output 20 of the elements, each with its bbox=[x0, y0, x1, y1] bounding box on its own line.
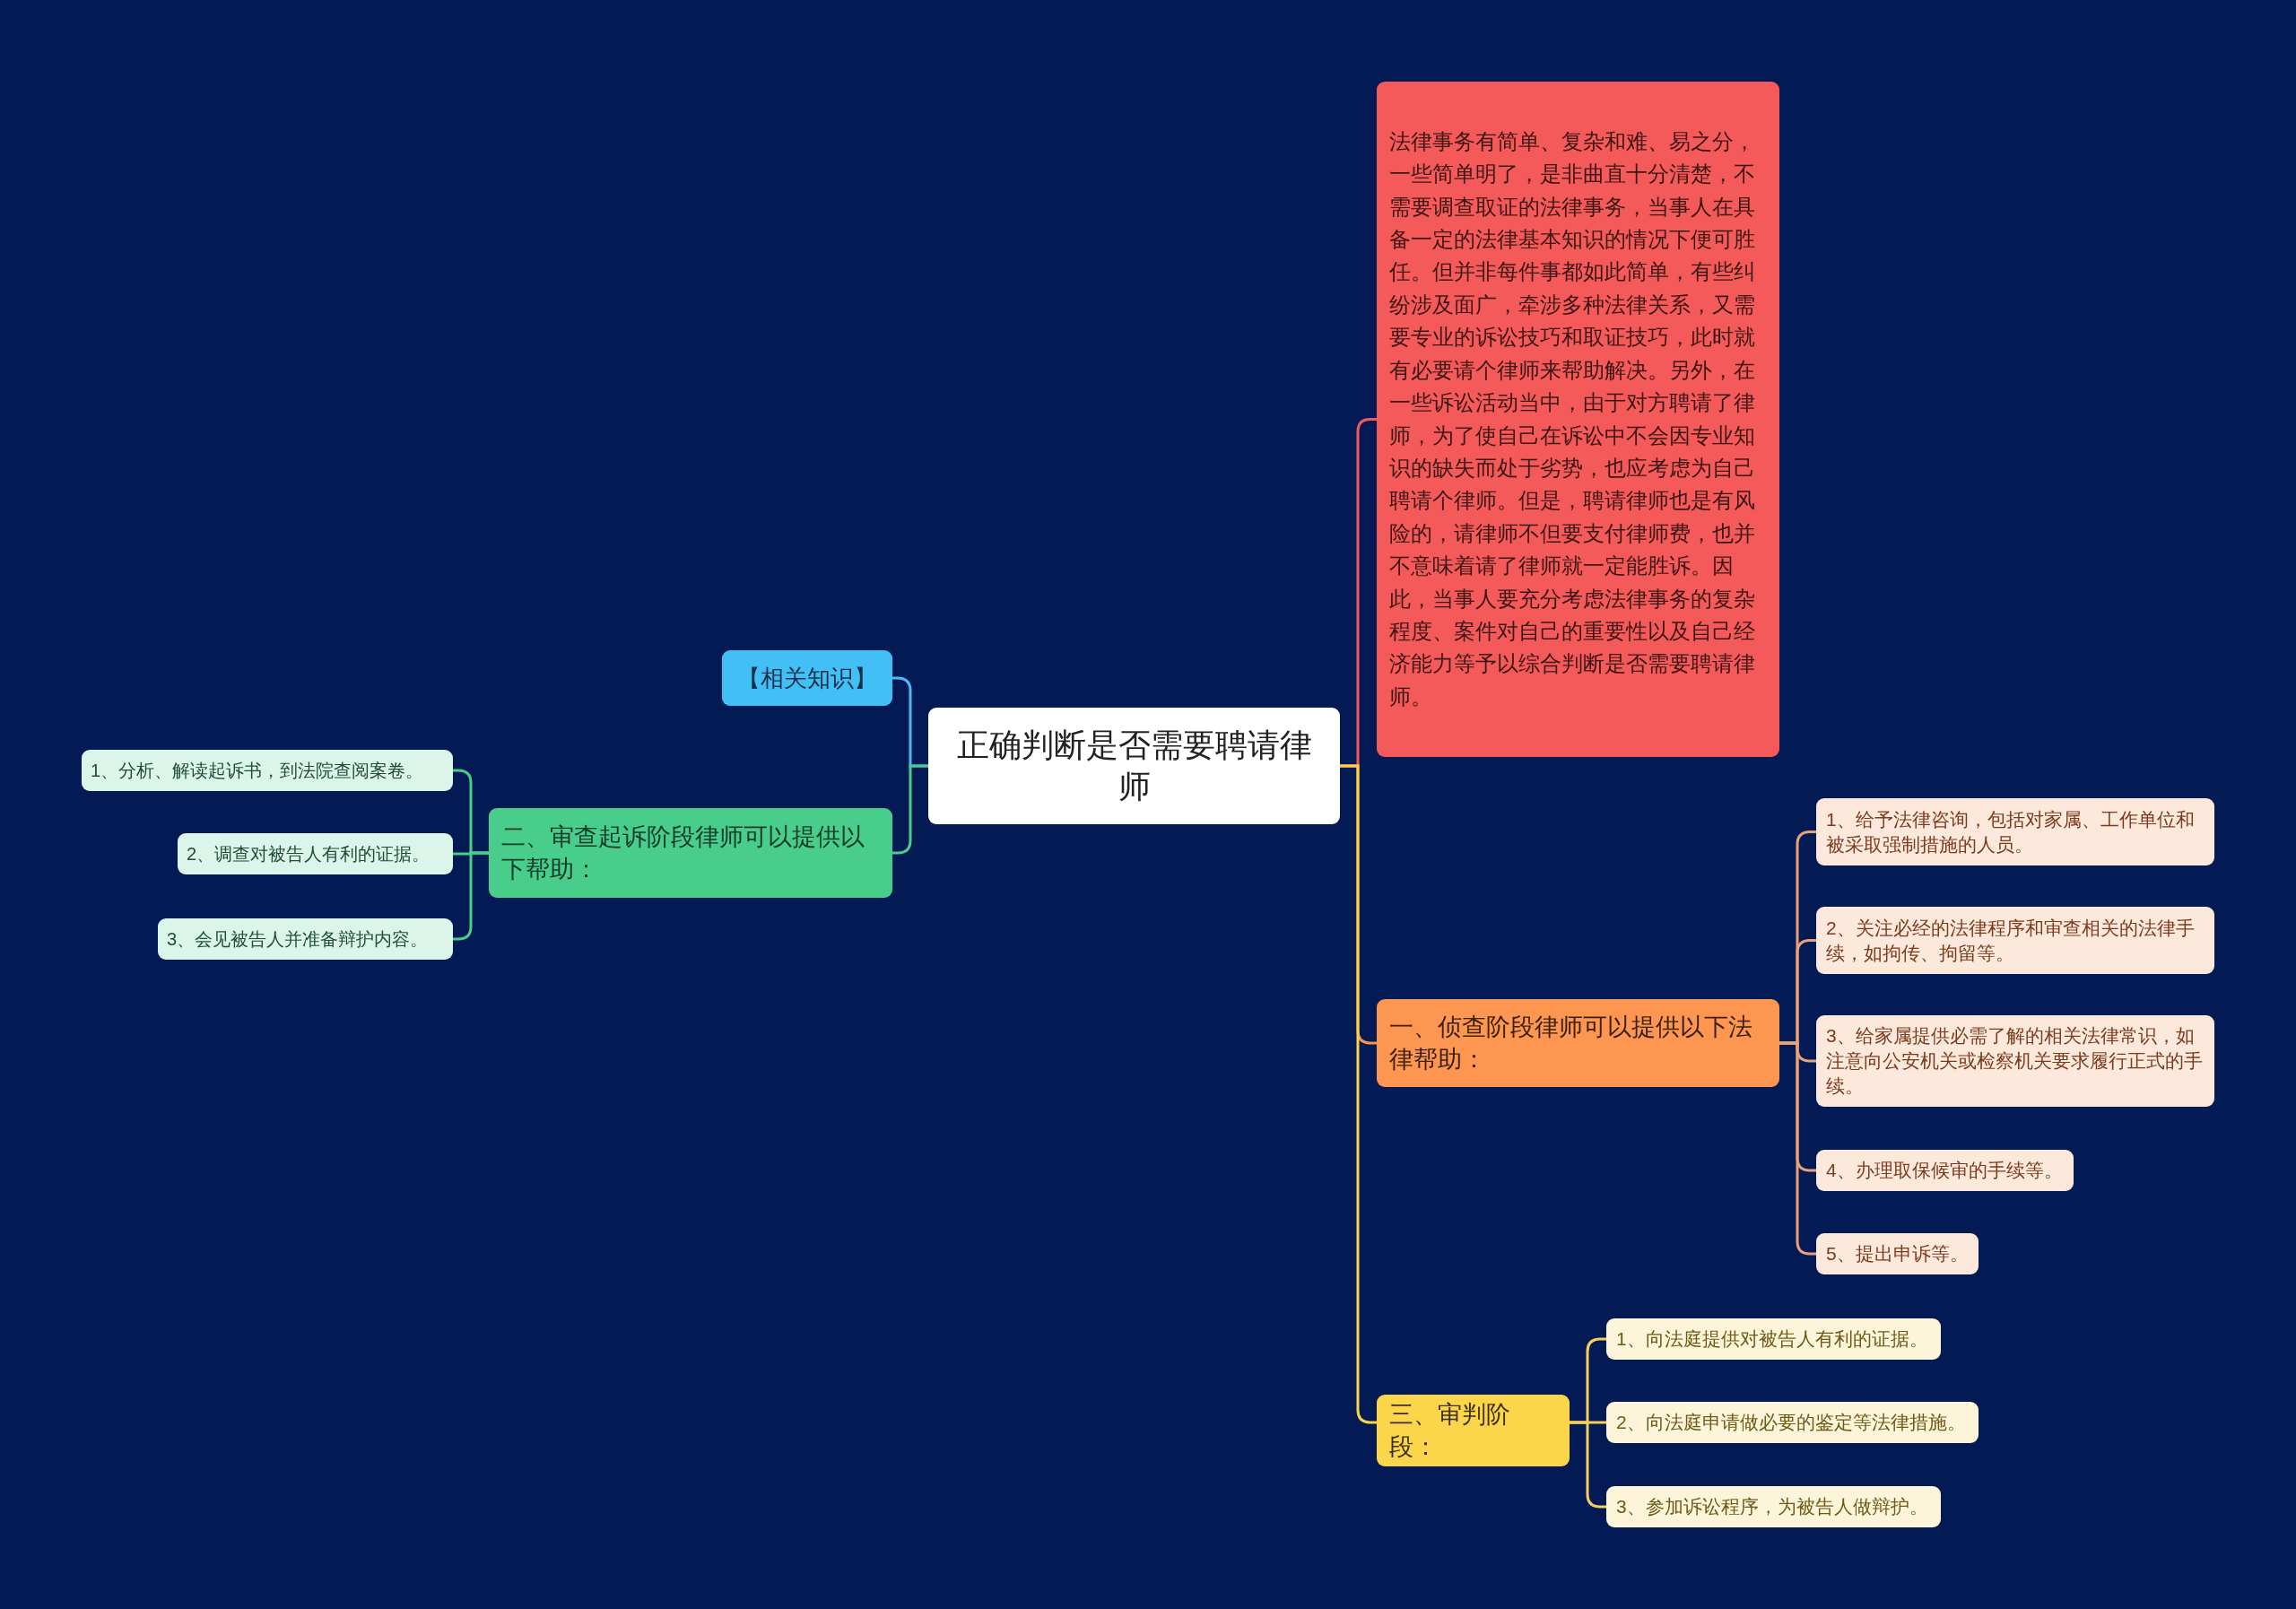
subtopic-box: 4、办理取保候审的手续等。 bbox=[1816, 1150, 2074, 1191]
connector-line bbox=[1340, 764, 1377, 1424]
subtopic-box: 2、关注必经的法律程序和审查相关的法律手续，如拘传、拘留等。 bbox=[1816, 907, 2214, 974]
subtopic-box: 2、向法庭申请做必要的鉴定等法律措施。 bbox=[1606, 1402, 1979, 1443]
topic-box: 三、审判阶段： bbox=[1377, 1395, 1570, 1466]
subtopic-box: 3、会见被告人并准备辩护内容。 bbox=[158, 918, 453, 960]
subtopic-box: 1、向法庭提供对被告人有利的证据。 bbox=[1606, 1318, 1941, 1360]
subtopic-box: 5、提出申诉等。 bbox=[1816, 1233, 1979, 1274]
connector-line bbox=[1779, 1041, 1816, 1256]
subtopic-box: 1、给予法律咨询，包括对家属、工作单位和被采取强制措施的人员。 bbox=[1816, 798, 2214, 865]
connector-line bbox=[1570, 1421, 1606, 1509]
subtopic-box: 1、分析、解读起诉书，到法院查阅案卷。 bbox=[82, 750, 453, 791]
subtopic-box: 3、参加诉讼程序，为被告人做辩护。 bbox=[1606, 1486, 1941, 1527]
topic-box: 【相关知识】 bbox=[722, 650, 892, 706]
subtopic-box: 3、给家属提供必需了解的相关法律常识，如注意向公安机关或检察机关要求履行正式的手续。 bbox=[1816, 1015, 2214, 1107]
central-topic-box: 正确判断是否需要聘请律师 bbox=[928, 708, 1340, 824]
topic-box: 二、审查起诉阶段律师可以提供以下帮助： bbox=[489, 808, 892, 898]
subtopic-box: 2、调查对被告人有利的证据。 bbox=[178, 833, 453, 874]
topic-box: 一、侦查阶段律师可以提供以下法律帮助： bbox=[1377, 999, 1779, 1087]
topic-box: 法律事务有简单、复杂和难、易之分，一些简单明了，是非曲直十分清楚，不需要调查取证的法律事务，当事人在具备一定的法律基本知识的情况下便可胜任。但并非每件事都如此简单，有些纠纷涉及面广，牵涉多种法律关系，又需要专业的诉讼技巧和取证技巧，此时就有必要请个律师来帮助解决。另外，在一些诉讼活动当中，由于对方聘请了律师，为了使自己在诉讼中不会因专业知识的缺失而处于劣势，也应考虑为自己聘请个律师。但是，聘请律师也是有风险的，请律师不但要支付律师费，也并不意味着请了律师就一定能胜诉。因此，当事人要充分考虑法律事务的复杂程度、案件对自己的重要性以及自己经济能力等予以综合判断是否需要聘请律师。 bbox=[1377, 82, 1779, 757]
